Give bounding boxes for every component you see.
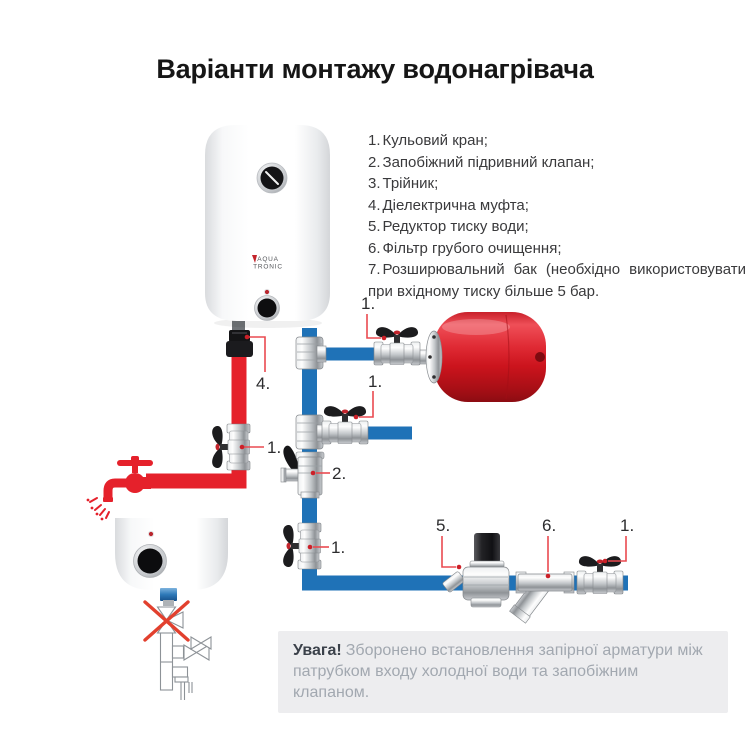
- tee-fitting: [295, 414, 327, 450]
- legend-list: 1.Кульовий кран; 2.Запобіжний підривний …: [368, 130, 746, 302]
- warning-note: Увага!Зборонено встановлення запірної ар…: [278, 631, 728, 713]
- legend-item-number: 6.: [368, 239, 381, 257]
- callout-hot-valve: 1.: [267, 438, 281, 457]
- legend-item-number: 4.: [368, 196, 381, 214]
- legend-item-6: 6.Фільтр грубого очищення;: [368, 238, 746, 260]
- power-indicator: [147, 530, 155, 538]
- power-indicator: [263, 288, 271, 296]
- heater-outlet-stub: [232, 320, 245, 331]
- cold-inlet-fitting: [160, 588, 177, 601]
- callout-safety-valve: 2.: [332, 464, 346, 483]
- legend-item-text: Фільтр грубого очищення;: [382, 239, 562, 257]
- ball-valve-cold-riser: [283, 523, 321, 569]
- legend-item-7: 7.Розширювальний бак (необхідно використ…: [368, 259, 746, 302]
- forbidden-x-icon: [143, 600, 190, 642]
- legend-item-4: 4.Діелектрична муфта;: [368, 195, 746, 217]
- legend-item-number: 5.: [368, 218, 381, 235]
- coarse-filter: [509, 571, 575, 624]
- legend-item-5: 5.Редуктор тиску води;: [368, 216, 746, 238]
- water-heater: AQUA TRONIC: [205, 125, 330, 328]
- hot-water-pipe: [146, 350, 247, 489]
- pressure-reducer: [442, 533, 510, 608]
- ball-valve-branch: [321, 405, 369, 445]
- dielectric-coupling: [226, 330, 253, 357]
- legend-item-number: 7.: [368, 261, 381, 278]
- legend-item-text: Кульовий кран;: [382, 132, 488, 149]
- callout-branch-valve: 1.: [368, 372, 382, 391]
- callout-tank-valve: 1.: [361, 294, 375, 313]
- legend-item-number: 3.: [368, 175, 381, 192]
- piping-schematic: [156, 606, 212, 700]
- legend-item-text: Розширювальний бак (необхідно використов…: [368, 261, 746, 300]
- warning-text: Зборонено встановлення запірної арматури…: [293, 642, 703, 701]
- legend-item-text: Трійник;: [382, 175, 439, 192]
- leader-lines: [242, 314, 627, 572]
- thermostat-knob: [256, 162, 288, 194]
- callout-filter: 6.: [542, 516, 556, 535]
- ball-valve-tank: [373, 326, 421, 366]
- spray-icon: [89, 497, 110, 519]
- legend-item-text: Діелектрична муфта;: [382, 196, 529, 214]
- under-sink-heater: [115, 518, 228, 606]
- callout-coupling: 4.: [256, 374, 270, 393]
- brand-logo: AQUA TRONIC: [252, 255, 283, 271]
- faucet-icon: [86, 456, 153, 521]
- callout-reducer: 5.: [436, 516, 450, 535]
- legend-item-2: 2.Запобіжний підривний клапан;: [368, 152, 746, 174]
- legend-item-text: Запобіжний підривний клапан;: [382, 153, 595, 171]
- tee-fitting: [295, 336, 327, 370]
- legend-item-number: 2.: [368, 153, 381, 171]
- brand-line1: AQUA: [257, 256, 279, 263]
- page-title: Варіанти монтажу водонагрівача: [156, 54, 594, 84]
- callout-cold-valve: 1.: [331, 538, 345, 557]
- heater-bottom-knob: [254, 295, 280, 321]
- ball-valve-inlet: [576, 555, 624, 595]
- legend-item-text: Редуктор тиску води;: [382, 218, 529, 235]
- legend-item-3: 3.Трійник;: [368, 173, 746, 195]
- brand-line2: TRONIC: [253, 264, 283, 271]
- leader-dots: [239, 334, 608, 579]
- expansion-tank: [414, 312, 546, 402]
- legend-item-number: 1.: [368, 132, 381, 149]
- warning-title: Увага!: [293, 642, 342, 659]
- inlet-collar: [163, 600, 174, 606]
- thermostat-knob: [133, 544, 167, 578]
- legend-item-1: 1.Кульовий кран;: [368, 130, 746, 152]
- callout-inlet-valve: 1.: [620, 516, 634, 535]
- safety-valve: [280, 445, 325, 499]
